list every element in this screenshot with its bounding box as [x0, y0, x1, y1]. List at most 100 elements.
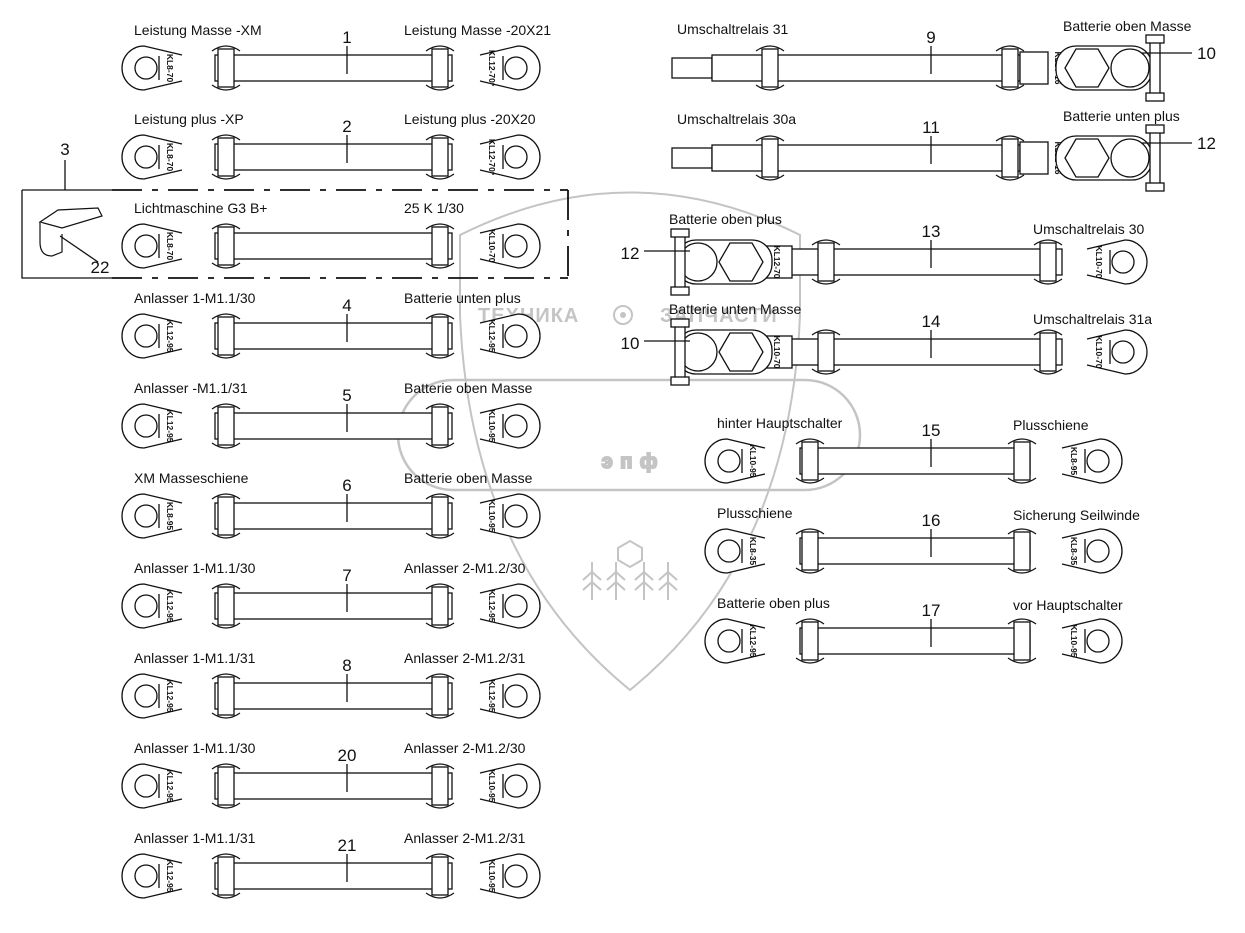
crimp-sleeve [431, 766, 449, 806]
sleeve-curve [1033, 329, 1063, 375]
crimp-sleeve [217, 137, 235, 177]
lug-size-label: KL12-70* [487, 50, 497, 87]
crimp-sleeve [1013, 621, 1031, 661]
cable-jacket [711, 144, 1021, 172]
sleeve-curve [995, 45, 1025, 91]
sleeve-curve [425, 493, 455, 539]
item-number: 2 [342, 117, 351, 136]
clamp-bolt [1149, 35, 1161, 101]
cable-end-label-right: Umschaltrelais 30 [1033, 221, 1144, 237]
battery-clamp-body [675, 239, 773, 285]
sleeve-curve [425, 403, 455, 449]
bolt-nut [670, 376, 690, 386]
crimp-sleeve [217, 406, 235, 446]
ring-lug-right [1061, 618, 1123, 664]
sleeve-curve [211, 313, 241, 359]
lug-size-label: KL10-95 [487, 409, 497, 442]
lug-hole [717, 539, 741, 563]
cable-end-label-left: Umschaltrelais 30a [677, 111, 796, 127]
clamp-neck [1019, 51, 1049, 85]
ring-lug-left [121, 313, 183, 359]
item-number: 8 [342, 656, 351, 675]
clamp-bolt [674, 319, 686, 385]
cable-jacket [214, 412, 453, 440]
crimp-sleeve [431, 137, 449, 177]
cable-jacket [799, 627, 1031, 655]
lug-size-label: KL8-70 [165, 54, 175, 83]
lug-size-label: KL8-95 [1069, 447, 1079, 476]
ring-lug-right [479, 45, 541, 91]
sleeve-curve [211, 763, 241, 809]
sleeve-curve [211, 45, 241, 91]
lug-hole [504, 594, 528, 618]
item-number: 5 [342, 386, 351, 405]
bolt-nut [670, 286, 690, 296]
ring-lug-left [121, 673, 183, 719]
ring-lug-left [704, 528, 766, 574]
item-number: 7 [342, 566, 351, 585]
crimp-sleeve [1039, 332, 1057, 372]
battery-terminal [1110, 48, 1150, 88]
crimp-sleeve [431, 856, 449, 896]
cable-jacket [214, 772, 453, 800]
cable-end-label-left: XM Masseschiene [134, 470, 249, 486]
inset-number: 3 [60, 140, 69, 159]
cable-jacket [214, 862, 453, 890]
bolt-head [670, 318, 690, 328]
ring-lug-right [479, 763, 541, 809]
battery-clamp [675, 239, 773, 285]
cable-end-label-left: Leistung plus -XP [134, 111, 244, 127]
bolt-head [1145, 34, 1165, 44]
lug-hole [1086, 449, 1110, 473]
cable-jacket [214, 592, 453, 620]
cable-end-label-right: Batterie unten plus [1063, 108, 1180, 124]
item-number: 17 [922, 601, 941, 620]
bolt-head [1145, 124, 1165, 134]
crimp-sleeve [761, 48, 779, 88]
item-number: 14 [922, 312, 941, 331]
sleeve-curve [755, 135, 785, 181]
lug-hole [134, 234, 158, 258]
ring-lug-right [479, 223, 541, 269]
sleeve-curve [211, 223, 241, 269]
lug-hole [1086, 539, 1110, 563]
lug-hole [1111, 250, 1135, 274]
crimp-sleeve [1039, 242, 1057, 282]
sleeve-curve [795, 528, 825, 574]
hex-nut-icon [1064, 48, 1110, 88]
ring-lug-right [479, 313, 541, 359]
lug-size-label: KL8-35 [1069, 537, 1079, 566]
ring-lug-right [1086, 329, 1148, 375]
cable-jacket [214, 54, 453, 82]
crimp-sleeve [761, 138, 779, 178]
item-number: 11 [922, 118, 940, 137]
lug-hole [504, 864, 528, 888]
sleeve-curve [425, 763, 455, 809]
crimp-sleeve [801, 531, 819, 571]
lug-size-label: KL10-95 [748, 444, 758, 477]
cable-end-label-left: Anlasser 1-M1.1/30 [134, 560, 256, 576]
lug-hole [504, 504, 528, 528]
watermark-gear-hub [620, 312, 626, 318]
ring-lug-right [479, 673, 541, 719]
sleeve-curve [1007, 528, 1037, 574]
lug-size-label: KL10-70 [487, 229, 497, 262]
lug-size-label: KL8-95 [165, 502, 175, 531]
ring-lug-right [479, 493, 541, 539]
lug-hole [134, 324, 158, 348]
lug-size-label: KL8-35 [748, 537, 758, 566]
ring-lug-right [1086, 239, 1148, 285]
cable-end-label-right: Leistung plus -20X20 [404, 111, 536, 127]
item-number: 21 [338, 836, 357, 855]
inset-detail: 322 [21, 140, 569, 279]
crimp-sleeve [431, 586, 449, 626]
cable-jacket [214, 322, 453, 350]
cable-end-label-right: Anlasser 2-M1.2/30 [404, 560, 526, 576]
